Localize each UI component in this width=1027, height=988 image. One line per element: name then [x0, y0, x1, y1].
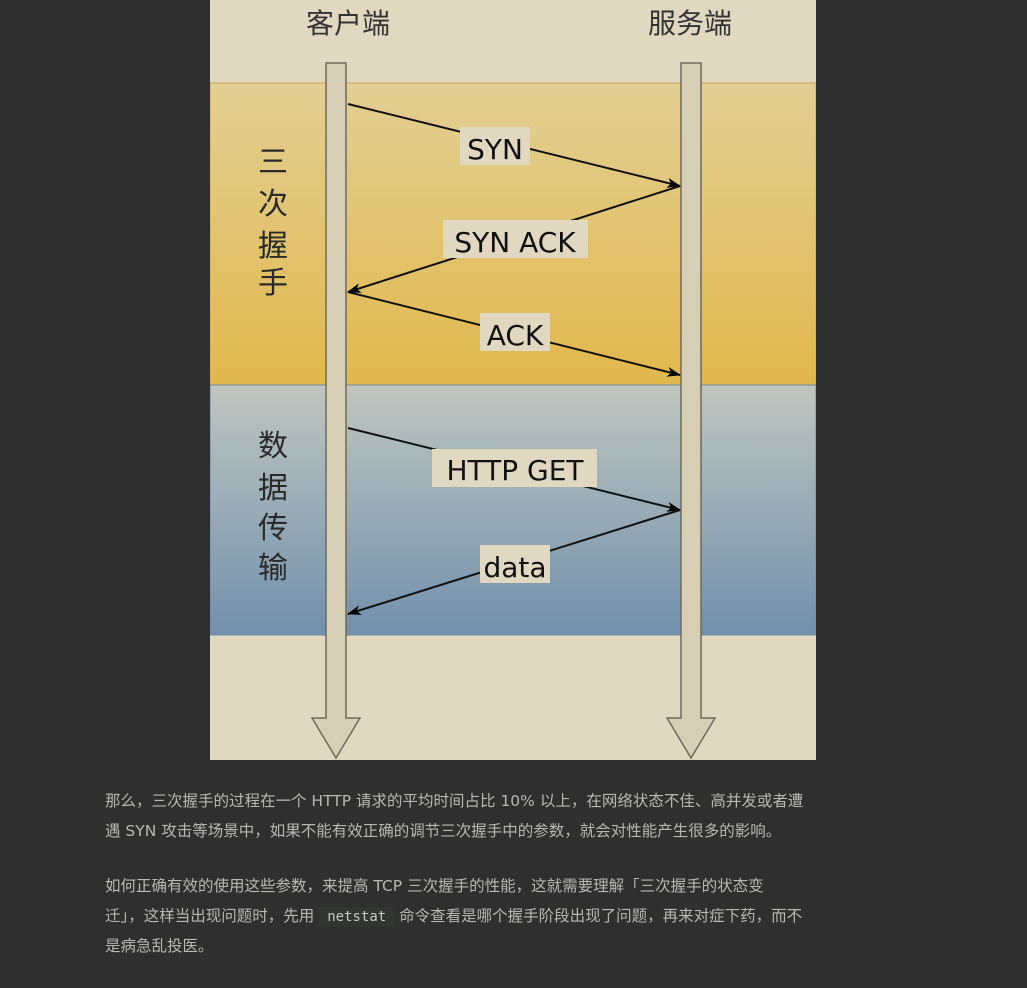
paragraph-1-line-2: 遇 SYN 攻击等场景中，如果不能有效正确的调节三次握手中的参数，就会对性能产生… — [105, 822, 782, 840]
text-segment: 命令查看是哪个握手阶段出现了问题，再来对症下药，而不 — [399, 907, 803, 925]
paragraph-2-line-2: 迁」，这样当出现问题时，先用 netstat 命令查看是哪个握手阶段出现了问题，… — [105, 901, 925, 931]
svg-text:传: 传 — [258, 511, 288, 546]
tcp-handshake-diagram: 客户端 服务端 三 次 握 手 数 据 传 输 SYN SYN ACK ACK … — [210, 0, 816, 760]
svg-text:手: 手 — [258, 266, 288, 301]
paragraph-2-line-3: 是病急乱投医。 — [105, 937, 214, 955]
transfer-phase-label: 数 据 传 输 — [258, 429, 288, 586]
svg-text:输: 输 — [258, 551, 288, 586]
text-segment: 迁」，这样当出现问题时，先用 — [105, 907, 315, 925]
server-label: 服务端 — [648, 7, 732, 40]
http-get-label: HTTP GET — [446, 454, 584, 487]
syn-ack-label: SYN ACK — [454, 226, 576, 259]
client-label: 客户端 — [306, 7, 390, 40]
client-lifeline — [310, 62, 362, 760]
syn-label: SYN — [467, 133, 523, 166]
svg-text:握: 握 — [258, 229, 288, 264]
svg-text:次: 次 — [258, 187, 288, 222]
ack-label: ACK — [487, 319, 544, 352]
svg-text:据: 据 — [258, 471, 288, 506]
transfer-band — [210, 384, 816, 636]
handshake-phase-label: 三 次 握 手 — [258, 145, 288, 301]
paragraph-1-line-1: 那么，三次握手的过程在一个 HTTP 请求的平均时间占比 10% 以上，在网络状… — [105, 792, 804, 810]
svg-text:数: 数 — [258, 429, 288, 464]
server-lifeline — [665, 62, 717, 760]
svg-text:三: 三 — [258, 145, 288, 180]
paragraph-2-line-1: 如何正确有效的使用这些参数，来提高 TCP 三次握手的性能，这就需要理解「三次握… — [105, 877, 764, 895]
article-text: 那么，三次握手的过程在一个 HTTP 请求的平均时间占比 10% 以上，在网络状… — [105, 786, 925, 961]
inline-code-netstat: netstat — [319, 907, 395, 927]
data-label: data — [483, 551, 546, 584]
